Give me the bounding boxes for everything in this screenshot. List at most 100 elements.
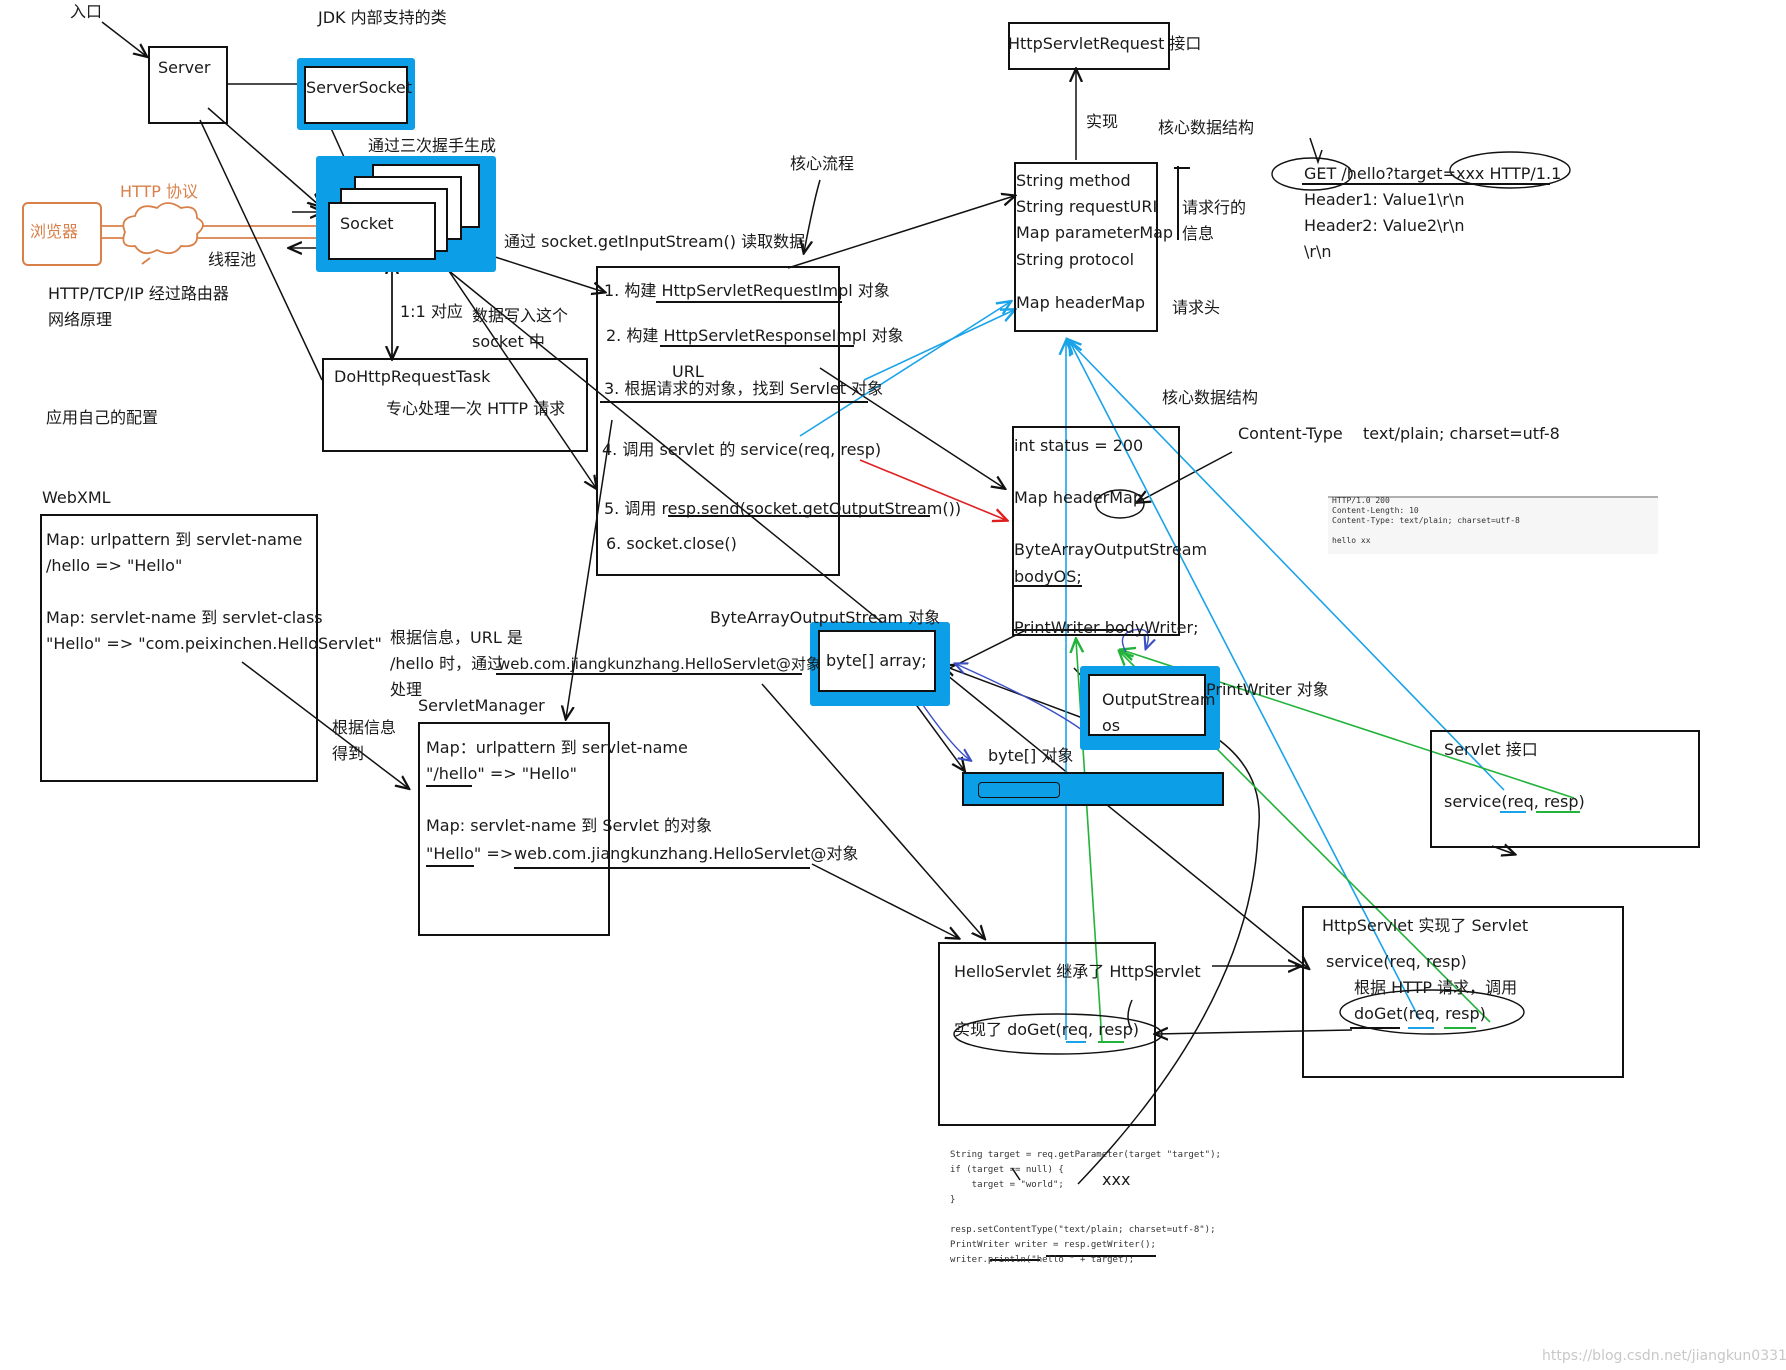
- servlet-manager-line-3: Map: servlet-name 到 Servlet 的对象: [426, 816, 713, 835]
- code-line-8: writer.println("hello " + target);: [950, 1255, 1135, 1265]
- by-info-line-3: 处理: [390, 680, 423, 699]
- response-field-body-type: ByteArrayOutputStream: [1014, 540, 1208, 559]
- routing-line-1: HTTP/TCP/IP 经过路由器: [48, 284, 229, 303]
- server-socket-label: ServerSocket: [306, 78, 413, 97]
- browser-box: [22, 202, 102, 266]
- obj-ref-label: web.com.jiangkunzhang.HelloServlet@对象: [498, 655, 821, 673]
- req-line-info-1: 请求行的: [1182, 198, 1247, 217]
- servlet-interface-title: Servlet 接口: [1444, 740, 1538, 759]
- one-to-one-label: 1:1 对应: [400, 302, 463, 321]
- core-ds-label-1: 核心数据结构: [1158, 118, 1255, 137]
- webxml-label: WebXML: [42, 488, 111, 507]
- byte-array-object-bar: [962, 772, 1224, 806]
- own-config-label: 应用自己的配置: [46, 408, 159, 427]
- request-field-uri: String requestURI: [1016, 197, 1158, 216]
- http-servlet-box: [1302, 906, 1624, 1078]
- http-servlet-service: service(req, resp): [1326, 952, 1467, 971]
- entry-label: 入口: [70, 2, 103, 21]
- socket-label: Socket: [340, 214, 394, 233]
- get-by-info-line-1: 根据信息: [332, 718, 397, 737]
- byte-array-label: byte[] array;: [826, 651, 927, 670]
- do-http-task-title: DoHttpRequestTask: [334, 367, 491, 386]
- http-header-1: Header1: Value1\r\n: [1304, 190, 1465, 209]
- byte-array-slot: [978, 782, 1060, 798]
- core-ds-label-2: 核心数据结构: [1162, 388, 1259, 407]
- url-label: URL: [672, 362, 704, 381]
- response-snippet-line-3: Content-Type: text/plain; charset=utf-8: [1332, 516, 1520, 525]
- response-field-headers: Map headerMap: [1014, 488, 1143, 507]
- http-servlet-dispatch: 根据 HTTP 请求，调用: [1354, 978, 1518, 997]
- webxml-line-3: Map: servlet-name 到 servlet-class: [46, 608, 323, 627]
- do-http-task-desc: 专心处理一次 HTTP 请求: [386, 399, 566, 418]
- output-stream-box: [1088, 674, 1206, 736]
- req-header-label: 请求头: [1172, 298, 1221, 317]
- hello-servlet-box: [938, 942, 1156, 1126]
- cyan-arrows: [799, 302, 1505, 1040]
- code-line-7: PrintWriter writer = resp.getWriter();: [950, 1240, 1156, 1250]
- http-servlet-title: HttpServlet 实现了 Servlet: [1322, 916, 1529, 935]
- code-line-3: target = "world";: [950, 1180, 1064, 1190]
- response-field-status: int status = 200: [1014, 436, 1144, 455]
- servlet-interface-method: service(req, resp): [1444, 792, 1585, 811]
- servlet-manager-line-4: "Hello" =>: [426, 844, 514, 863]
- servlet-interface-box: [1430, 730, 1700, 848]
- servlet-manager-title: ServletManager: [418, 696, 545, 715]
- browser-link: [100, 202, 320, 265]
- routing-line-2: 网络原理: [48, 310, 113, 329]
- byte-array-box: [818, 630, 936, 692]
- response-impl-box: [1012, 426, 1180, 636]
- handshake-label: 通过三次握手生成: [368, 136, 497, 155]
- response-snippet-line-2: Content-Length: 10: [1332, 506, 1419, 515]
- watermark: https://blog.csdn.net/jiangkun0331: [1542, 1348, 1786, 1364]
- printwriter-object-label: PrintWriter 对象: [1206, 680, 1329, 699]
- flow-step-1: 1. 构建 HttpServletRequestImpl 对象: [604, 281, 890, 300]
- output-stream-label: OutputStream: [1102, 690, 1216, 709]
- servlet-manager-box: [418, 722, 610, 936]
- servlet-manager-object-ref: web.com.jiangkunzhang.HelloServlet@对象: [514, 844, 859, 863]
- do-http-request-task-box: [322, 358, 588, 452]
- underlines: [426, 167, 1580, 1261]
- code-line-6: resp.setContentType("text/plain; charset…: [950, 1225, 1216, 1235]
- http-header-2: Header2: Value2\r\n: [1304, 216, 1465, 235]
- byte-array-object-label: byte[] 对象: [988, 746, 1074, 765]
- flow-step-2: 2. 构建 HttpServletResponseImpl 对象: [606, 326, 904, 345]
- http-protocol-label: HTTP 协议: [120, 182, 199, 201]
- write-data-line-1: 数据写入这个: [472, 306, 569, 325]
- get-by-info-line-2: 得到: [332, 744, 365, 763]
- by-info-line-1: 根据信息，URL 是: [390, 628, 523, 647]
- webxml-line-4: "Hello" => "com.peixinchen.HelloServlet": [46, 634, 382, 653]
- flow-step-4: 4. 调用 servlet 的 service(req, resp): [602, 440, 882, 459]
- flow-step-6: 6. socket.close(): [606, 534, 737, 553]
- http-request-interface-label: HttpServletRequest 接口: [1008, 34, 1202, 53]
- core-flow-box: [596, 266, 840, 576]
- response-field-body-name: bodyOS;: [1014, 567, 1082, 586]
- request-field-protocol: String protocol: [1016, 250, 1135, 269]
- by-info-line-2: /hello 时，通过: [390, 654, 504, 673]
- write-data-line-2: socket 中: [472, 332, 545, 351]
- hello-servlet-method: 实现了 doGet(req, resp): [954, 1020, 1139, 1039]
- response-field-writer: PrintWriter bodyWriter;: [1014, 618, 1199, 637]
- server-label: Server: [158, 58, 211, 77]
- browser-label: 浏览器: [30, 222, 79, 241]
- request-field-params: Map parameterMap: [1016, 223, 1174, 242]
- code-line-4: }: [950, 1195, 956, 1205]
- http-request-line: GET /hello?target=xxx HTTP/1.1: [1304, 164, 1562, 183]
- webxml-box: [40, 514, 318, 782]
- response-snippet-line-1: HTTP/1.0 200: [1332, 496, 1390, 505]
- server-socket-box: [304, 66, 408, 124]
- server-box: [148, 46, 228, 124]
- content-type-label: Content-Type text/plain; charset=utf-8: [1238, 424, 1560, 443]
- read-data-label: 通过 socket.getInputStream() 读取数据: [504, 232, 806, 251]
- webxml-line-2: /hello => "Hello": [46, 556, 183, 575]
- flow-step-3: 3. 根据请求的对象，找到 Servlet 对象: [604, 379, 884, 398]
- servlet-manager-line-1: Map：urlpattern 到 servlet-name: [426, 738, 688, 757]
- hello-servlet-title: HelloServlet 继承了 HttpServlet: [954, 962, 1201, 981]
- baos-object-label: ByteArrayOutputStream 对象: [710, 608, 941, 627]
- http-blank-line: \r\n: [1304, 242, 1332, 261]
- threadpool-label: 线程池: [208, 250, 257, 269]
- request-field-headers: Map headerMap: [1016, 293, 1145, 312]
- request-impl-box: [1014, 162, 1158, 332]
- code-line-2: if (target == null) {: [950, 1165, 1064, 1175]
- code-line-1: String target = req.getParameter(target …: [950, 1150, 1221, 1160]
- socket-box: [328, 202, 436, 260]
